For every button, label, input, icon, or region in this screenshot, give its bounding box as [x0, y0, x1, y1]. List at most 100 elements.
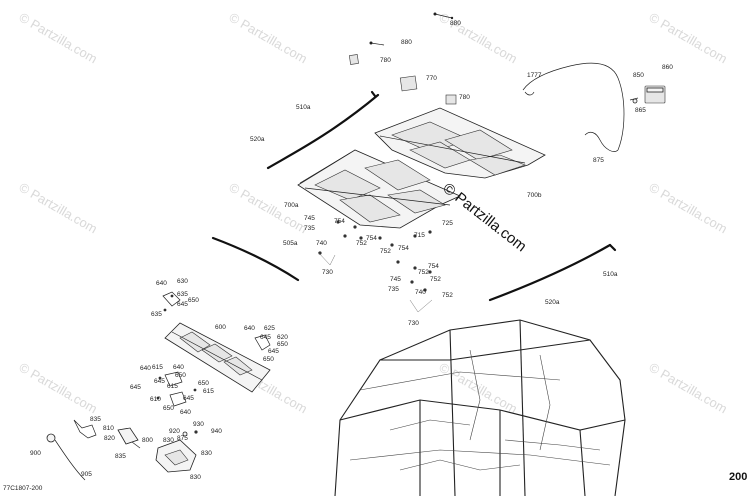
bracket-assembly	[156, 291, 271, 407]
part-label: 754	[334, 218, 345, 225]
wiring-harness	[522, 62, 666, 152]
dash-panel	[164, 322, 271, 393]
part-label: 754	[428, 263, 439, 270]
part-label: 752	[380, 248, 391, 255]
part-label: 715	[414, 232, 425, 239]
part-label: 650	[263, 356, 274, 363]
part-label: 920	[169, 428, 180, 435]
part-label: 650	[175, 372, 186, 379]
part-label: 505a	[283, 240, 298, 247]
part-label: 770	[426, 75, 437, 82]
part-label: 930	[193, 421, 204, 428]
part-label: 830	[163, 437, 174, 444]
part-label: 752	[430, 276, 441, 283]
part-label: 625	[264, 325, 275, 332]
part-label: 610	[150, 396, 161, 403]
watermark: © Partzilla.com	[17, 360, 100, 417]
top-hardware	[349, 12, 457, 105]
part-label: 615	[167, 383, 178, 390]
watermark: © Partzilla.com	[647, 180, 730, 237]
part-label: 635	[177, 291, 188, 298]
part-label: 615	[203, 388, 214, 395]
part-label: 635	[151, 311, 162, 318]
part-label: 725	[442, 220, 453, 227]
roof-panels	[297, 107, 546, 229]
part-label: 752	[442, 292, 453, 299]
part-label: 640	[180, 409, 191, 416]
trim-strips-right	[488, 243, 617, 302]
part-label: 905	[81, 471, 92, 478]
part-label: 900	[30, 450, 41, 457]
part-label: 830	[201, 450, 212, 457]
part-label: 820	[104, 435, 115, 442]
part-label: 645	[130, 384, 141, 391]
part-label: 650	[188, 297, 199, 304]
part-label: 780	[459, 94, 470, 101]
part-label: 510a	[296, 104, 311, 111]
watermark: © Partzilla.com	[440, 180, 530, 256]
part-label: 752	[418, 269, 429, 276]
part-label: 730	[322, 269, 333, 276]
page-number: 200	[729, 471, 747, 483]
part-label: 880	[450, 20, 461, 27]
part-label: 645	[154, 378, 165, 385]
part-label: 754	[366, 235, 377, 242]
part-label: 835	[115, 453, 126, 460]
part-label: 620	[277, 334, 288, 341]
part-label: 640	[156, 280, 167, 287]
part-label: 630	[177, 278, 188, 285]
part-label: 740	[316, 240, 327, 247]
part-label: 865	[635, 107, 646, 114]
part-label: 830	[190, 474, 201, 481]
part-label: 700a	[284, 202, 299, 209]
part-label: 745	[304, 215, 315, 222]
part-label: 745	[390, 276, 401, 283]
part-label: 650	[277, 341, 288, 348]
part-label: 735	[388, 286, 399, 293]
part-label: 810	[103, 425, 114, 432]
trim-strips-top	[266, 90, 380, 170]
part-label: 860	[662, 64, 673, 71]
part-label: 645	[177, 301, 188, 308]
part-label: 835	[90, 416, 101, 423]
part-label: 800	[142, 437, 153, 444]
part-label: 700b	[527, 192, 542, 199]
part-label: 1777	[527, 72, 542, 79]
part-label: 650	[198, 380, 209, 387]
part-label: 650	[163, 405, 174, 412]
watermark: © Partzilla.com	[647, 10, 730, 67]
reference-code: 77C1807-200	[3, 485, 43, 492]
part-label: 640	[244, 325, 255, 332]
part-label: 600	[215, 324, 226, 331]
part-label: 754	[398, 245, 409, 252]
part-label: 640	[140, 365, 151, 372]
part-label: 752	[356, 240, 367, 247]
part-label: 740	[415, 289, 426, 296]
part-label: 875	[177, 435, 188, 442]
part-labels: 880 880 780 770 780 1777 850 860 865 875…	[30, 20, 673, 481]
part-label: 850	[633, 72, 644, 79]
roll-cage	[334, 319, 626, 496]
part-label: 730	[408, 320, 419, 327]
lower-components	[46, 419, 198, 481]
watermark: © Partzilla.com	[227, 10, 310, 67]
part-label: 735	[304, 225, 315, 232]
watermark: © Partzilla.com	[647, 360, 730, 417]
roof-fasteners	[317, 220, 433, 313]
watermark: © Partzilla.com	[17, 10, 100, 67]
part-label: 940	[211, 428, 222, 435]
part-label: 615	[152, 364, 163, 371]
seal-strip	[211, 236, 300, 282]
part-label: 645	[183, 395, 194, 402]
part-label: 640	[173, 364, 184, 371]
part-label: 645	[268, 348, 279, 355]
watermark: © Partzilla.com	[437, 10, 520, 67]
part-label: 880	[401, 39, 412, 46]
part-label: 780	[380, 57, 391, 64]
part-label: 875	[593, 157, 604, 164]
part-label: 520a	[250, 136, 265, 143]
part-label: 645	[260, 334, 271, 341]
watermark: © Partzilla.com	[17, 180, 100, 237]
part-label: 510a	[603, 271, 618, 278]
